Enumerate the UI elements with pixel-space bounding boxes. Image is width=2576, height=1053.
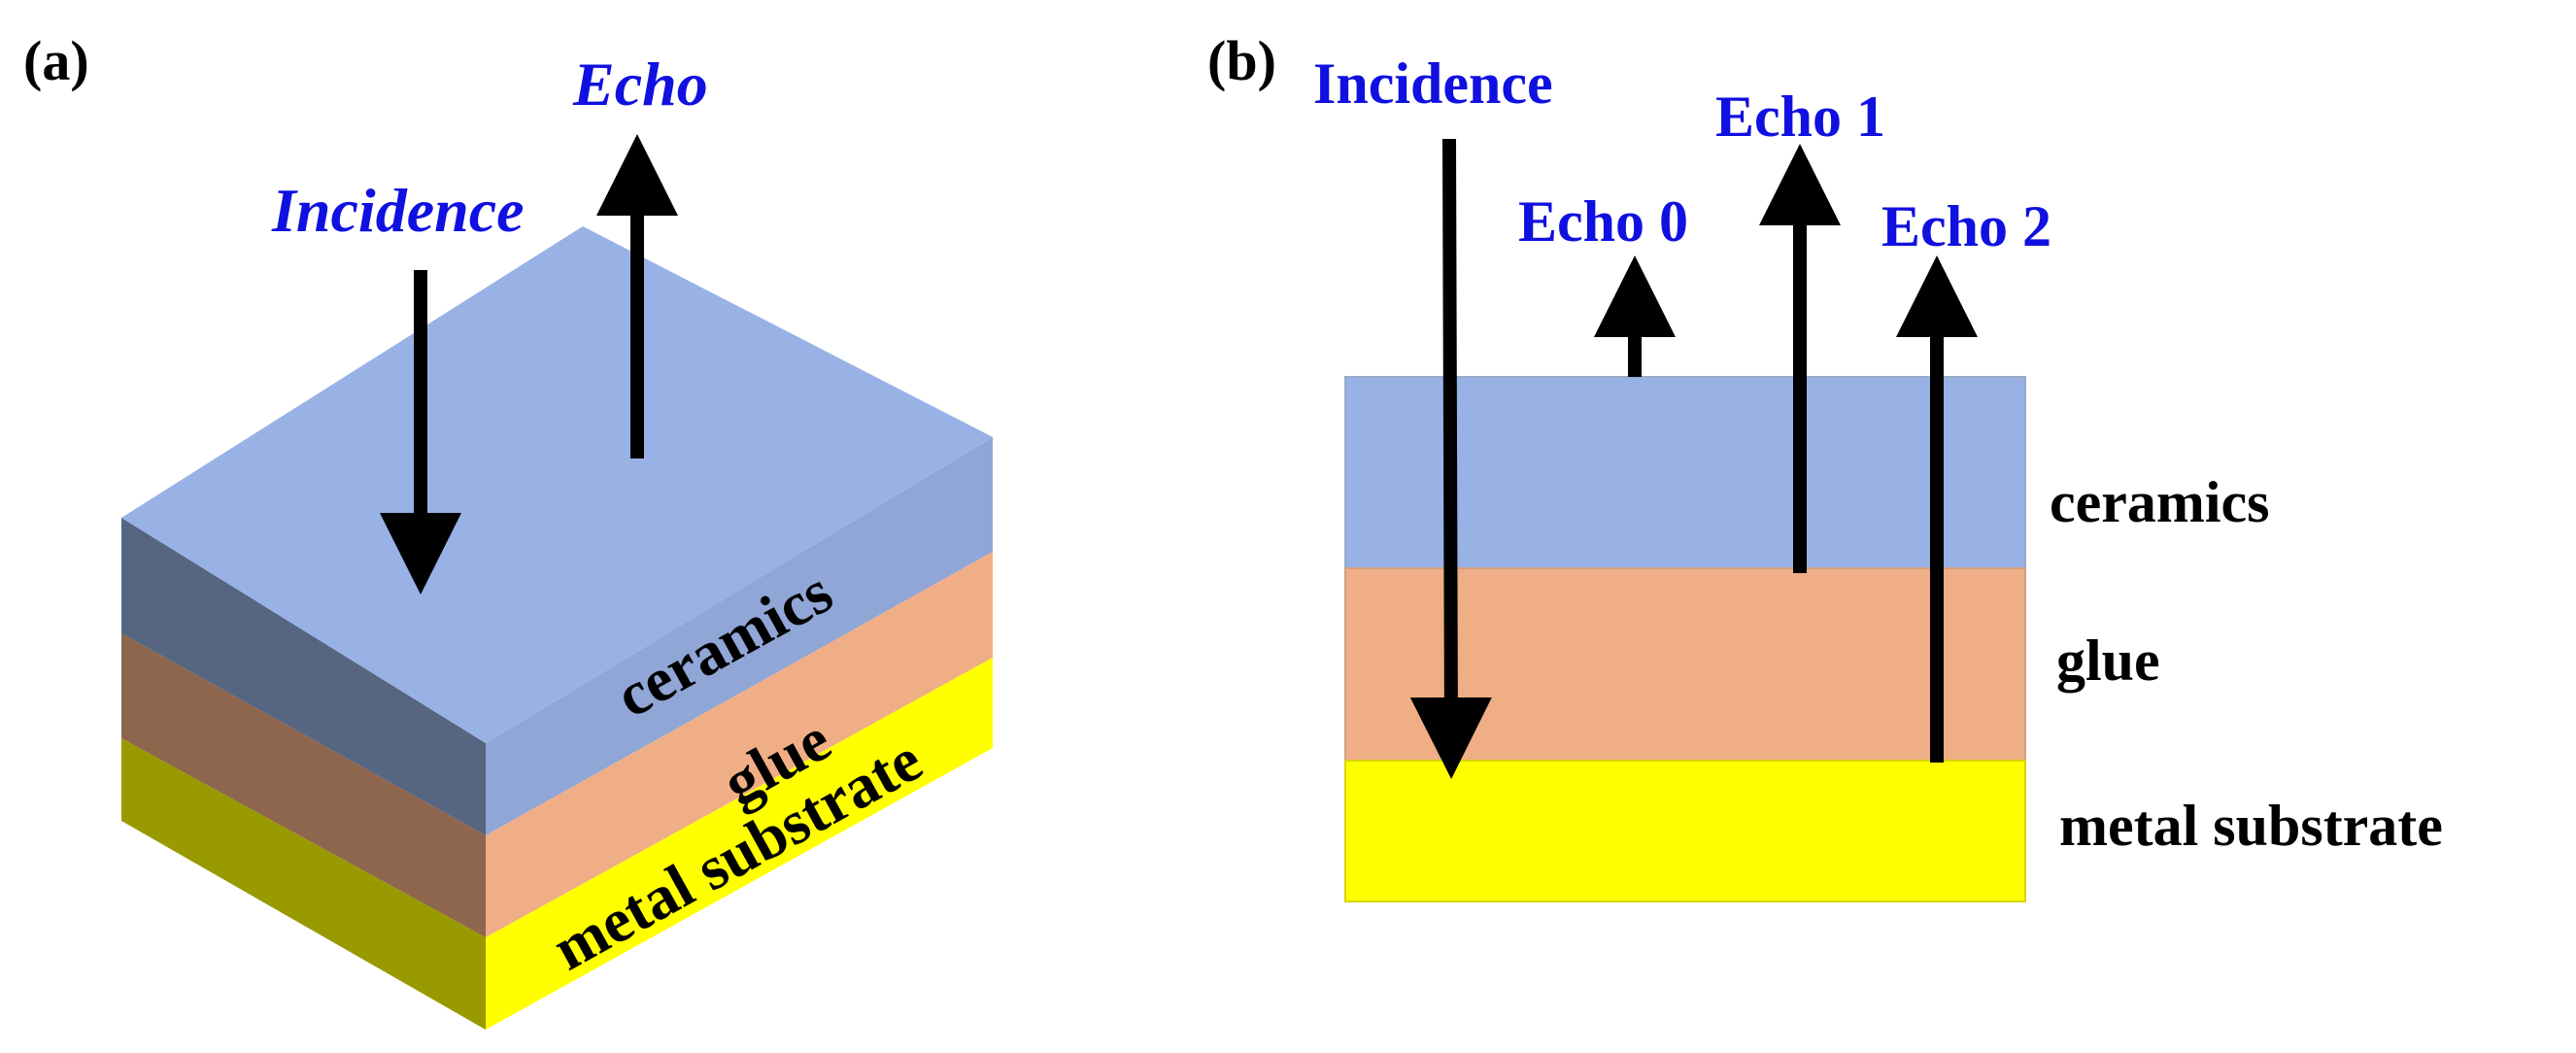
incidence-arrow-b (1409, 138, 1492, 779)
echo0-label-b: Echo 0 (1518, 189, 1688, 254)
ceramics-label-b: ceramics (2050, 470, 2270, 534)
panel-a: (a) Incidence Echo ceramics glue metal s… (23, 29, 993, 1030)
echo-label-a: Echo (572, 50, 708, 119)
ceramics-left-face (121, 518, 486, 835)
metal-substrate-label-b: metal substrate (2059, 794, 2443, 858)
ceramics-layer-b (1344, 376, 2026, 569)
echo2-label-b: Echo 2 (1881, 194, 2051, 258)
metal-layer-b (1344, 760, 2026, 902)
glue-label-b: glue (2056, 628, 2160, 693)
incidence-label-b: Incidence (1313, 51, 1553, 116)
metal-left-face (121, 738, 486, 1030)
metal-front-face (486, 658, 993, 1030)
panel-b-label: (b) (1207, 29, 1276, 92)
panel-a-block (121, 226, 993, 1030)
ceramics-top-face (121, 226, 993, 743)
glue-left-face (121, 633, 486, 937)
ceramics-front-face (486, 437, 993, 835)
incidence-label-a: Incidence (271, 176, 525, 245)
echo1-label-b: Echo 1 (1715, 85, 1885, 149)
panel-b: (b) Incidence Echo 0 Echo 1 Echo 2 ceram… (1207, 29, 2443, 902)
glue-front-face (486, 552, 993, 937)
panel-a-label: (a) (23, 29, 89, 92)
